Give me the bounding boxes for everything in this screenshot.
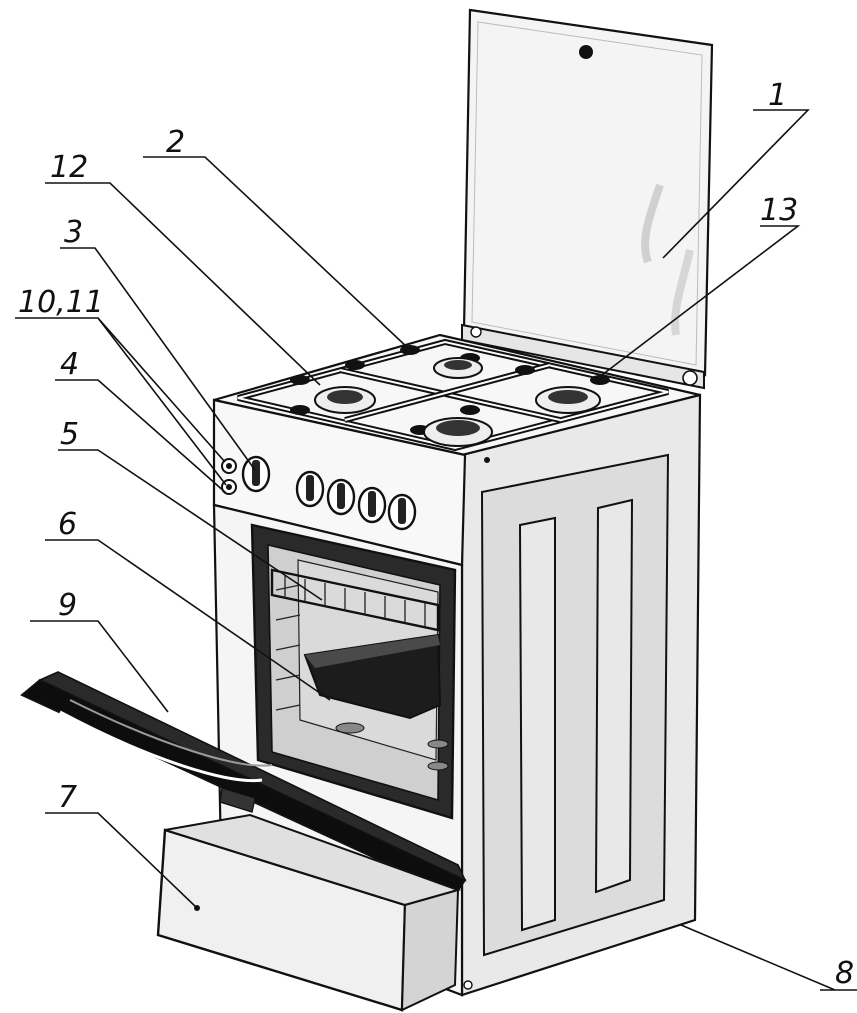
wire-rack: [270, 568, 440, 632]
callout-2: 2: [166, 125, 185, 160]
burners: [314, 357, 601, 447]
callout-6: 6: [58, 507, 77, 542]
callout-3: 3: [64, 215, 83, 250]
callout-9: 9: [58, 588, 77, 623]
lid-hinge-bar: [461, 323, 705, 390]
oven-door: [20, 671, 467, 897]
callout-8: 8: [835, 956, 854, 991]
baking-tray: [303, 633, 442, 720]
control-panel: [212, 398, 467, 567]
lid-hole: [579, 45, 593, 59]
callout-5: 5: [60, 417, 79, 452]
storage-drawer: [156, 813, 473, 1012]
control-knobs: [241, 455, 417, 531]
pan-support-grate: [237, 338, 669, 452]
callout-4: 4: [60, 347, 79, 382]
oven-cavity: [250, 523, 457, 820]
callout-12: 12: [50, 150, 88, 185]
side-panel: [460, 393, 702, 997]
callout-10-11: 10,11: [18, 285, 104, 320]
callout-7: 7: [58, 780, 77, 815]
callout-labels: 1 2 3 4 5 6 7 8 9 10,11 12 13: [18, 78, 854, 991]
leader-lines: [15, 109, 857, 991]
callout-13: 13: [760, 193, 798, 228]
callout-1: 1: [768, 78, 787, 113]
